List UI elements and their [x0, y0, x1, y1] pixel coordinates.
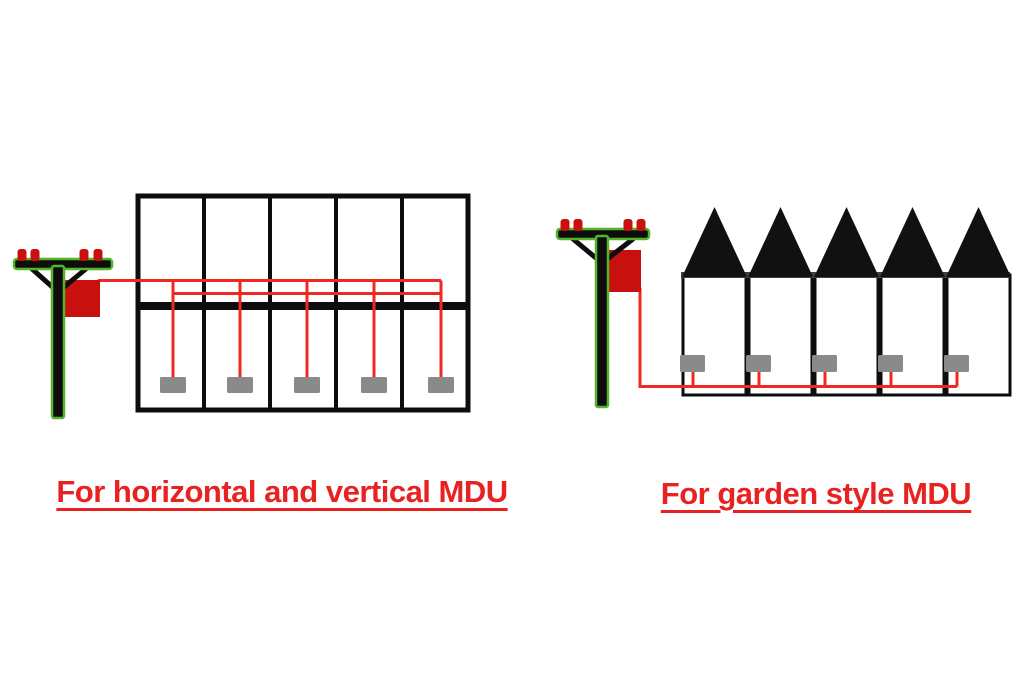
ont-box	[680, 355, 705, 372]
utility-pole-left	[12, 249, 114, 420]
insulator-icon	[560, 219, 570, 231]
feeder-cable	[638, 288, 957, 388]
ont-box	[812, 355, 837, 372]
fiber-cabling-left	[98, 279, 443, 382]
fiber-cabling-right	[638, 288, 959, 388]
insulator-icon	[93, 249, 103, 261]
insulator-icon	[30, 249, 40, 261]
left-diagram-horizontal-vertical-mdu	[63, 193, 471, 413]
ont-box	[227, 377, 253, 393]
utility-pole-right	[555, 219, 651, 409]
insulator-icon	[79, 249, 89, 261]
caption-horizontal-vertical-mdu: For horizontal and vertical MDU	[56, 474, 508, 509]
ont-box	[294, 377, 320, 393]
ont-box	[878, 355, 903, 372]
ont-box	[160, 377, 186, 393]
pole-mast	[594, 234, 610, 409]
ont-box	[944, 355, 969, 372]
house-roof	[880, 207, 945, 277]
mdu-building-grid	[135, 193, 471, 413]
house-roof	[814, 207, 879, 277]
right-diagram-garden-style-mdu	[603, 207, 1012, 397]
floor-divider	[138, 302, 468, 310]
insulator-icon	[573, 219, 583, 231]
caption-garden-style-mdu: For garden style MDU	[660, 476, 972, 511]
house-roof	[682, 207, 747, 277]
house-roof	[946, 207, 1011, 277]
ont-box	[746, 355, 771, 372]
pole-mast	[50, 264, 66, 420]
splitter-box	[63, 280, 100, 317]
ont-box	[428, 377, 454, 393]
insulator-icon	[17, 249, 27, 261]
ont-box	[361, 377, 387, 393]
insulator-icon	[636, 219, 646, 231]
house-roof	[748, 207, 813, 277]
insulator-icon	[623, 219, 633, 231]
